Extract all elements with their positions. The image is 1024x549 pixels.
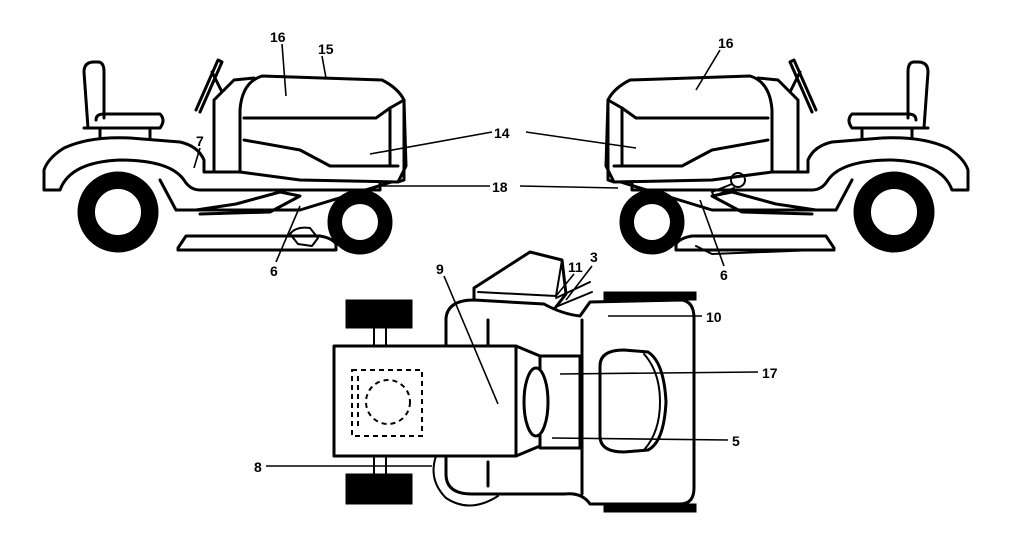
leader-15 xyxy=(321,55,327,79)
callout-15: 15 xyxy=(318,41,334,57)
callout-10: 10 xyxy=(706,309,722,325)
leader-5 xyxy=(551,437,729,441)
leader-17 xyxy=(559,371,759,375)
rear-fender-top xyxy=(332,344,518,458)
leader-lines xyxy=(193,43,759,467)
leader-14-left xyxy=(369,131,493,155)
cable xyxy=(432,455,499,507)
leader-14-right xyxy=(525,131,637,149)
left-side-view xyxy=(42,58,408,255)
grille xyxy=(388,98,406,184)
callout-17: 17 xyxy=(762,365,778,381)
hood-seam xyxy=(242,98,406,168)
seat-circle xyxy=(365,379,411,425)
leader-11 xyxy=(555,273,575,297)
rear-wheel-hub xyxy=(93,187,143,237)
callout-8: 8 xyxy=(254,459,262,475)
right-side-view xyxy=(604,58,970,255)
callout-16-left: 16 xyxy=(270,29,286,45)
callouts: 16 15 7 14 18 6 6 16 9 11 3 10 17 5 8 xyxy=(196,29,778,475)
running-board xyxy=(194,190,302,216)
callout-7: 7 xyxy=(196,133,204,149)
leader-6-left xyxy=(275,205,301,263)
seat-base xyxy=(82,112,165,142)
callout-6-left: 6 xyxy=(270,263,278,279)
deck-chute xyxy=(289,226,319,247)
callout-9: 9 xyxy=(436,261,444,277)
mower-deck xyxy=(176,234,338,252)
front-wheel-hub xyxy=(340,202,380,242)
rear-tire-top xyxy=(345,299,413,329)
hood-top xyxy=(598,348,668,454)
leader-7 xyxy=(193,147,201,169)
seat-back xyxy=(82,60,106,130)
leader-3 xyxy=(565,265,593,301)
callout-14: 14 xyxy=(494,125,510,141)
axle xyxy=(373,327,387,475)
callout-11: 11 xyxy=(568,259,583,275)
callout-6-right: 6 xyxy=(720,267,728,283)
chute-edge xyxy=(477,259,563,297)
leader-16-right xyxy=(695,49,721,91)
callout-5: 5 xyxy=(732,433,740,449)
rear-tire-bottom xyxy=(345,473,413,505)
callout-18: 18 xyxy=(492,179,508,195)
leader-9 xyxy=(443,275,499,405)
callout-3: 3 xyxy=(590,249,598,265)
steering-wheel xyxy=(522,366,550,438)
top-view xyxy=(332,250,697,513)
hood-rear xyxy=(538,354,582,450)
leader-18-right xyxy=(519,185,619,189)
callout-16-right: 16 xyxy=(718,35,734,51)
seat-outline xyxy=(351,369,423,437)
leader-16-left xyxy=(281,43,287,97)
leader-6-right xyxy=(699,199,725,267)
